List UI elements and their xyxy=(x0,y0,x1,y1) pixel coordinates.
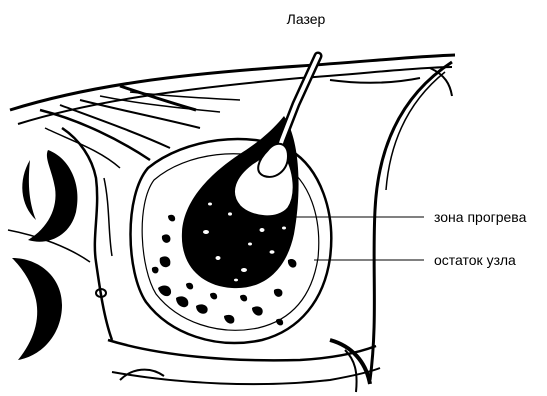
heating-zone-label: зона прогрева xyxy=(434,209,527,225)
diagram-title: Лазер xyxy=(287,11,326,27)
node-remnant-label: остаток узла xyxy=(434,252,516,268)
